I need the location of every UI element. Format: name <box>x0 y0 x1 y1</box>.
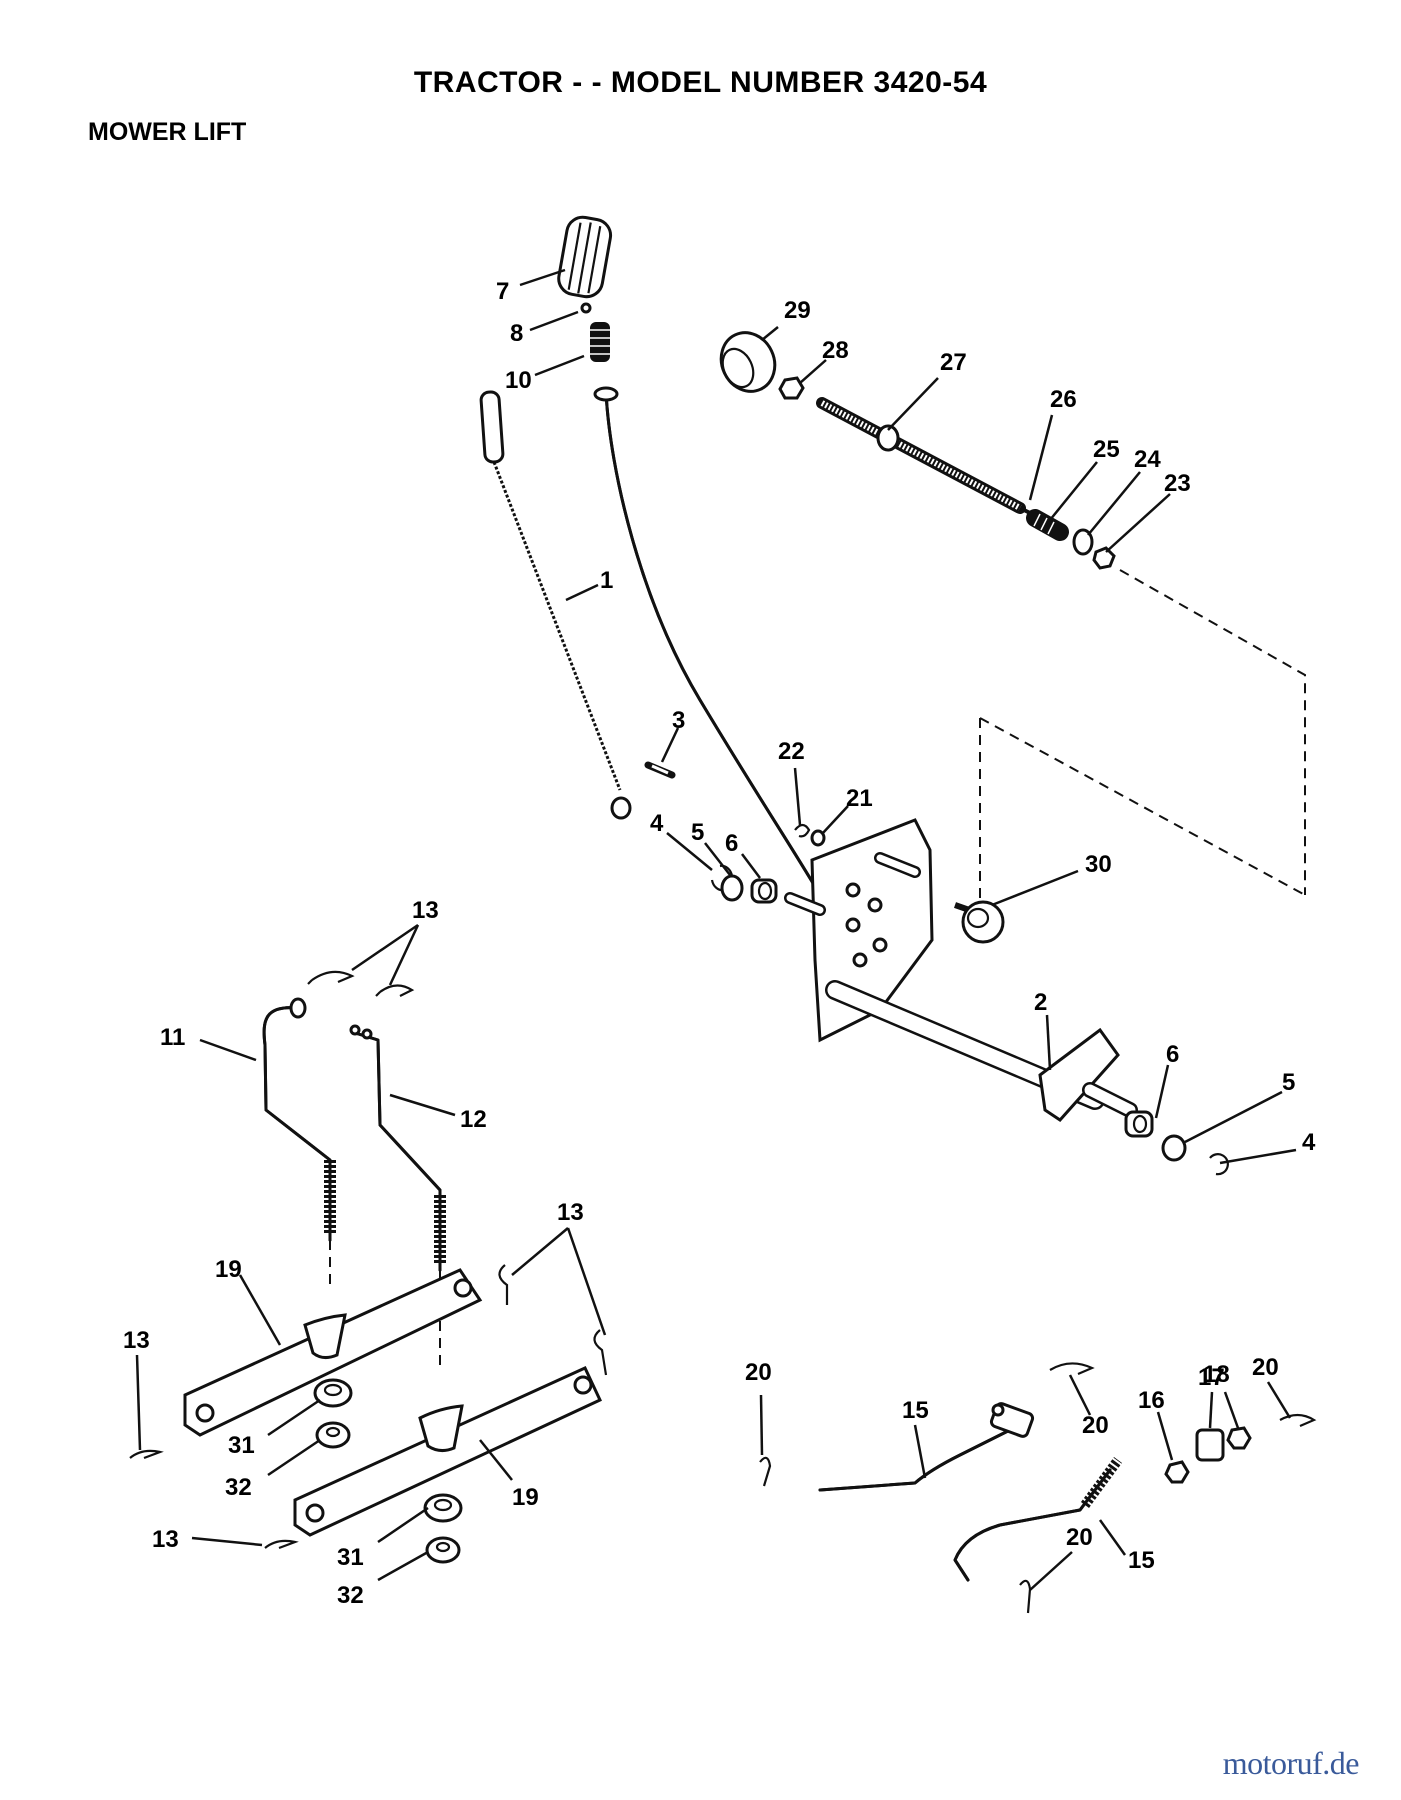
callout-31-upper: 31 <box>228 1432 255 1459</box>
callout-13-bottom: 13 <box>152 1526 179 1553</box>
part-15-link-upper <box>818 1402 1035 1492</box>
part-3-pin <box>644 761 676 779</box>
part-31-spacer-upper <box>313 1378 353 1408</box>
callout-8: 8 <box>510 320 523 347</box>
callout-1: 1 <box>600 567 613 594</box>
part-6-bearing-right <box>1124 1110 1154 1138</box>
diagram-title: TRACTOR - - MODEL NUMBER 3420-54 <box>413 66 988 99</box>
part-28-nut <box>778 376 805 400</box>
callout-24: 24 <box>1134 446 1161 473</box>
section-subtitle: MOWER LIFT <box>88 118 247 146</box>
pivot-stub-right <box>874 852 921 878</box>
callout-30: 30 <box>1085 851 1112 878</box>
part-25-spring <box>1026 509 1069 541</box>
part-4-retaining-ring-right <box>1209 1153 1229 1176</box>
part-22-hairpin <box>794 823 811 838</box>
callouts: 7 8 10 29 28 27 26 25 24 23 1 3 22 21 4 … <box>123 268 1316 1609</box>
part-32-nut-lower <box>425 1536 461 1564</box>
part-5-washer-right <box>1161 1134 1187 1162</box>
watermark-logo: motoruf.de <box>1222 1745 1360 1782</box>
part-12-lift-link <box>349 1024 446 1272</box>
part-15-link-lower <box>953 1457 1123 1582</box>
callout-6-left: 6 <box>725 830 738 857</box>
callout-13-left: 13 <box>123 1327 150 1354</box>
callout-22: 22 <box>778 738 805 765</box>
callout-3: 3 <box>672 707 685 734</box>
callout-19-lower: 19 <box>512 1484 539 1511</box>
callout-20-mid: 20 <box>1082 1412 1109 1439</box>
callout-11: 11 <box>160 1024 185 1051</box>
callout-32-upper: 32 <box>225 1474 252 1501</box>
part-8-ball <box>580 302 592 314</box>
part-13-hairpins-top <box>307 970 415 997</box>
callout-18: 18 <box>1203 1361 1230 1388</box>
callout-5-right: 5 <box>1282 1069 1295 1096</box>
callout-29: 29 <box>784 297 811 324</box>
part-11-lift-link <box>262 997 336 1242</box>
part-10-spring <box>590 322 610 362</box>
part-6-bearing-left <box>750 878 778 904</box>
part-2-cross-shaft <box>825 980 1138 1122</box>
part-24-washer <box>1072 528 1094 556</box>
callout-15-upper: 15 <box>902 1397 929 1424</box>
callout-28: 28 <box>822 337 849 364</box>
callout-13-top: 13 <box>412 897 439 924</box>
part-31-spacer-lower <box>423 1493 463 1523</box>
pivot-stub-left <box>784 892 826 916</box>
callout-12: 12 <box>460 1106 487 1133</box>
callout-4-left: 4 <box>650 810 664 837</box>
part-5-washer-left <box>720 874 744 902</box>
callout-10: 10 <box>505 367 532 394</box>
part-32-nut-upper <box>315 1421 351 1449</box>
callout-20-left: 20 <box>745 1359 772 1386</box>
part-19-lift-arm-upper <box>183 1268 483 1437</box>
callout-21: 21 <box>846 785 873 812</box>
part-23-nut <box>1092 546 1116 570</box>
callout-13-right: 13 <box>557 1199 584 1226</box>
part-13-hairpins-arms <box>129 1264 608 1550</box>
callout-31-lower: 31 <box>337 1544 364 1571</box>
part-30-adjustment-knob <box>954 900 1005 944</box>
callout-23: 23 <box>1164 470 1191 497</box>
callout-15-lower: 15 <box>1128 1547 1155 1574</box>
callout-4-right: 4 <box>1302 1129 1316 1156</box>
callout-32-lower: 32 <box>337 1582 364 1609</box>
part-21-washer <box>810 829 826 847</box>
callout-25: 25 <box>1093 436 1120 463</box>
part-7-handle-grip <box>557 215 613 299</box>
callout-26: 26 <box>1050 386 1077 413</box>
part-1-lift-rod <box>479 390 632 820</box>
callout-2: 2 <box>1034 989 1047 1016</box>
part-29-knob <box>719 331 777 393</box>
callout-16: 16 <box>1138 1387 1165 1414</box>
callout-20-bottom: 20 <box>1066 1524 1093 1551</box>
part-17-trunnion <box>1195 1428 1225 1462</box>
callout-20-right: 20 <box>1252 1354 1279 1381</box>
callout-19-upper: 19 <box>215 1256 242 1283</box>
part-16-nut <box>1164 1460 1190 1484</box>
callout-27: 27 <box>940 349 967 376</box>
callout-7: 7 <box>496 278 509 305</box>
callout-5-left: 5 <box>691 819 704 846</box>
part-27-threaded-rod <box>816 397 1026 514</box>
alignment-dashed-lines <box>979 569 1306 905</box>
lift-handle-tube <box>593 386 822 897</box>
watermark-text: motoruf.de <box>1222 1745 1360 1781</box>
part-18-nut <box>1226 1426 1252 1450</box>
callout-17: 17 <box>1198 1364 1225 1391</box>
part-19-lift-arm-lower <box>293 1366 602 1537</box>
callout-6-right: 6 <box>1166 1041 1179 1068</box>
